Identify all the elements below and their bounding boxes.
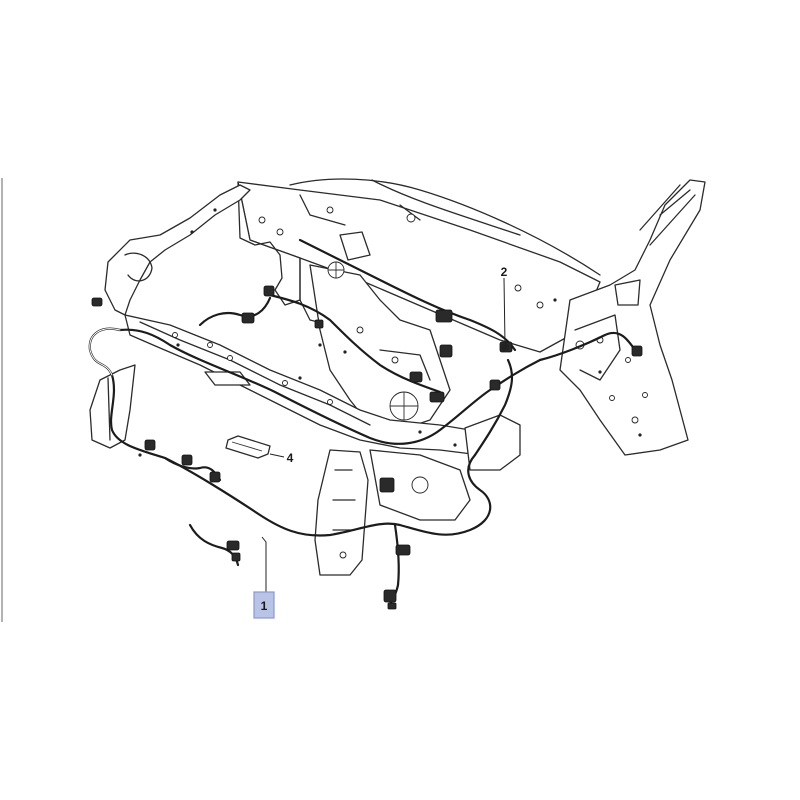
right-fender-structure [559,179,706,456]
callout-4-label: 4 [287,451,294,465]
callout-1-label: 1 [261,599,268,613]
component-4-part [225,435,271,459]
firewall-panel [237,178,601,353]
callout-2[interactable]: 2 [501,265,508,279]
callout-4[interactable]: 4 [287,451,294,465]
fastener-dots [138,208,642,457]
center-bracket [309,231,451,431]
callout-1[interactable]: 1 [253,591,275,619]
callout-leaders [261,277,506,592]
callout-1-box [253,591,275,619]
radiator-support-sides [89,364,521,576]
harness-connectors [91,285,643,610]
callout-2-label: 2 [501,265,508,279]
